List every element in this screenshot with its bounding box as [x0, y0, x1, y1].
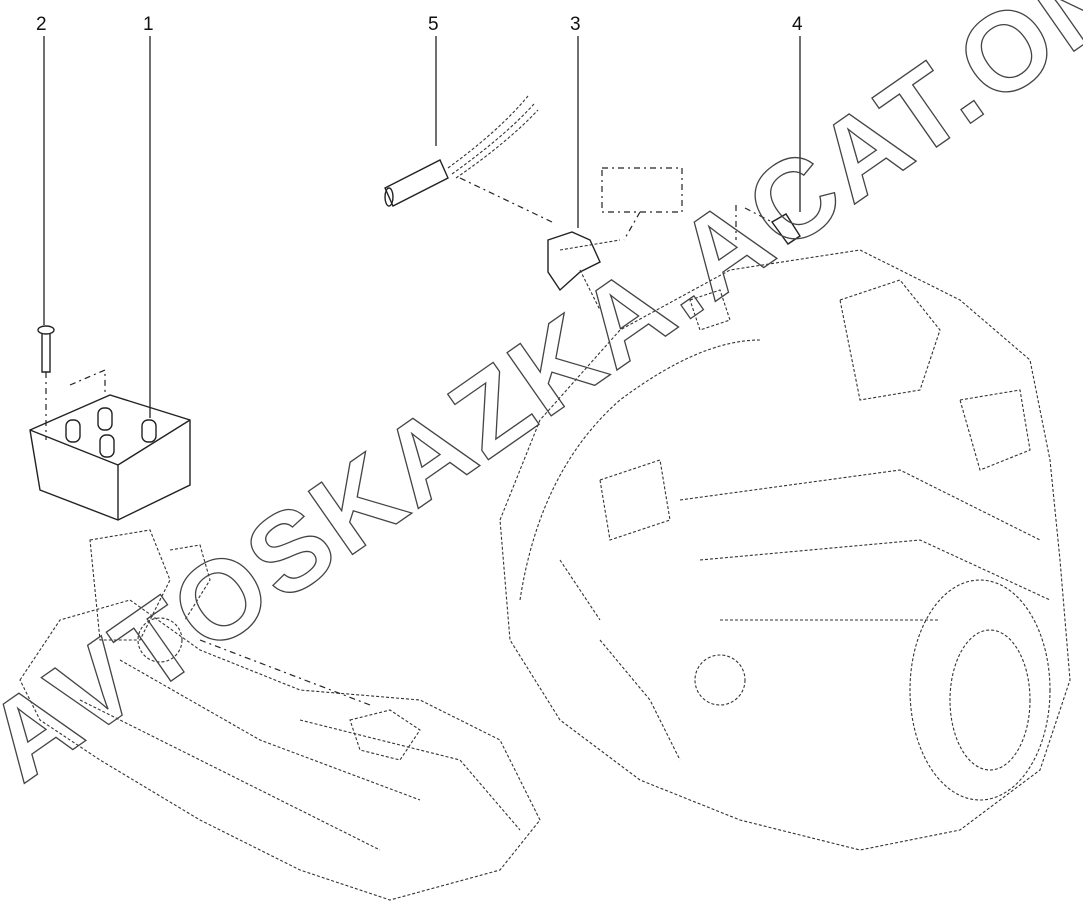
transmission-assembly	[499, 249, 1071, 851]
callout-2[interactable]: 2	[36, 14, 47, 325]
ignition-coil-part-1	[29, 369, 191, 521]
callout-5[interactable]: 5	[428, 14, 439, 146]
watermark: AVTOSKAZKA.ACAT.ONLINE	[0, 0, 1083, 805]
callout-3[interactable]: 3	[570, 14, 581, 228]
cylinder-head-cover	[19, 529, 541, 901]
svg-text:2: 2	[36, 14, 47, 35]
callout-1[interactable]: 1	[143, 14, 154, 418]
callout-4[interactable]: 4	[792, 14, 803, 212]
connector-part-5	[384, 95, 553, 223]
reference-box	[601, 167, 683, 213]
sensor-part-3	[547, 231, 621, 311]
svg-text:1: 1	[143, 14, 154, 35]
svg-text:3: 3	[570, 14, 581, 35]
svg-text:5: 5	[428, 14, 439, 35]
switch-part-4	[735, 205, 801, 245]
svg-text:4: 4	[792, 14, 803, 35]
bolt-part-2	[37, 325, 55, 440]
